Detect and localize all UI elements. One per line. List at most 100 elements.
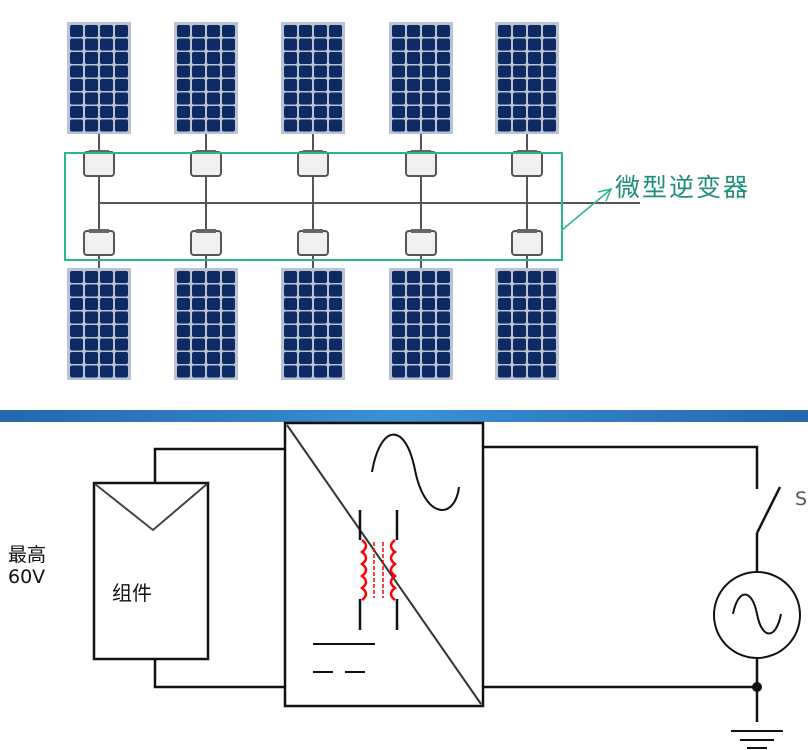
switch — [755, 486, 782, 534]
solar-cell — [115, 119, 128, 132]
solar-cell — [177, 25, 190, 37]
solar-cell — [329, 271, 342, 283]
wire-bottom-left — [153, 659, 285, 689]
solar-cell — [222, 284, 235, 297]
solar-cell — [85, 284, 98, 297]
solar-cell — [329, 298, 342, 310]
transformer-icon — [358, 510, 399, 630]
solar-cell — [70, 38, 83, 51]
solar-cell — [392, 65, 405, 78]
solar-cell — [70, 352, 83, 364]
solar-cell — [284, 284, 297, 297]
solar-cell — [70, 119, 83, 132]
solar-cell — [543, 79, 556, 91]
solar-cell — [543, 338, 556, 351]
solar-cell — [222, 119, 235, 132]
solar-cell — [100, 65, 113, 78]
solar-cell — [528, 79, 541, 91]
solar-cell — [437, 325, 450, 337]
solar-cell — [85, 92, 98, 105]
solar-cell — [192, 298, 205, 310]
solar-cell — [207, 271, 220, 283]
ac-sine-icon — [371, 433, 460, 511]
solar-cell — [314, 52, 327, 64]
solar-cell — [498, 92, 511, 105]
solar-cell — [115, 65, 128, 78]
solar-cell — [284, 298, 297, 310]
solar-cell — [222, 52, 235, 64]
solar-cell — [299, 284, 312, 297]
solar-cell — [100, 311, 113, 324]
solar-cell — [115, 325, 128, 337]
solar-cell — [314, 106, 327, 118]
solar-cell — [407, 106, 420, 118]
solar-cell — [392, 79, 405, 91]
solar-cell — [528, 106, 541, 118]
solar-cell — [407, 284, 420, 297]
solar-cell — [100, 119, 113, 132]
solar-cell — [115, 92, 128, 105]
solar-cell — [192, 106, 205, 118]
solar-cell — [528, 92, 541, 105]
solar-cell — [284, 52, 297, 64]
solar-cell — [528, 338, 541, 351]
solar-cell — [207, 352, 220, 364]
solar-cell — [299, 25, 312, 37]
solar-cell — [329, 38, 342, 51]
ground-icon — [731, 730, 783, 749]
solar-cell — [329, 338, 342, 351]
solar-cell — [284, 352, 297, 364]
solar-cell — [329, 311, 342, 324]
solar-cell — [513, 92, 526, 105]
callout-arrow — [561, 189, 611, 231]
solar-cell — [513, 79, 526, 91]
solar-cell — [329, 92, 342, 105]
solar-cell — [528, 38, 541, 51]
solar-cell — [299, 106, 312, 118]
solar-cell — [543, 92, 556, 105]
solar-cell — [70, 298, 83, 310]
solar-cell — [207, 79, 220, 91]
solar-cell — [299, 271, 312, 283]
solar-cell — [115, 106, 128, 118]
solar-cell — [422, 311, 435, 324]
solar-cell — [543, 298, 556, 310]
solar-cell — [543, 38, 556, 51]
solar-cell — [177, 284, 190, 297]
microinverter — [190, 230, 222, 256]
solar-cell — [284, 92, 297, 105]
solar-cell — [543, 65, 556, 78]
solar-cell — [177, 325, 190, 337]
solar-cell — [85, 38, 98, 51]
solar-cell — [498, 52, 511, 64]
microinverter — [405, 151, 437, 177]
solar-cell — [314, 38, 327, 51]
solar-cell — [513, 119, 526, 132]
solar-cell — [329, 284, 342, 297]
solar-cell — [115, 79, 128, 91]
solar-cell — [115, 352, 128, 364]
microinverter — [297, 151, 329, 177]
solar-cell — [392, 338, 405, 351]
solar-cell — [437, 92, 450, 105]
solar-cell — [513, 25, 526, 37]
solar-cell — [314, 92, 327, 105]
pv-module-symbol — [94, 483, 208, 532]
solar-cell — [513, 106, 526, 118]
microinverter-highlight-box — [64, 152, 563, 261]
solar-cell — [437, 52, 450, 64]
solar-cell — [422, 352, 435, 364]
microinverter-connector — [303, 229, 323, 233]
solar-cell — [284, 25, 297, 37]
solar-cell — [528, 284, 541, 297]
solar-cell — [422, 325, 435, 337]
solar-cell — [543, 25, 556, 37]
solar-cell — [207, 298, 220, 310]
solar-cell — [314, 284, 327, 297]
solar-cell — [329, 352, 342, 364]
solar-cell — [422, 52, 435, 64]
solar-cell — [85, 311, 98, 324]
solar-cell — [392, 92, 405, 105]
solar-cell — [284, 325, 297, 337]
solar-cell — [513, 311, 526, 324]
